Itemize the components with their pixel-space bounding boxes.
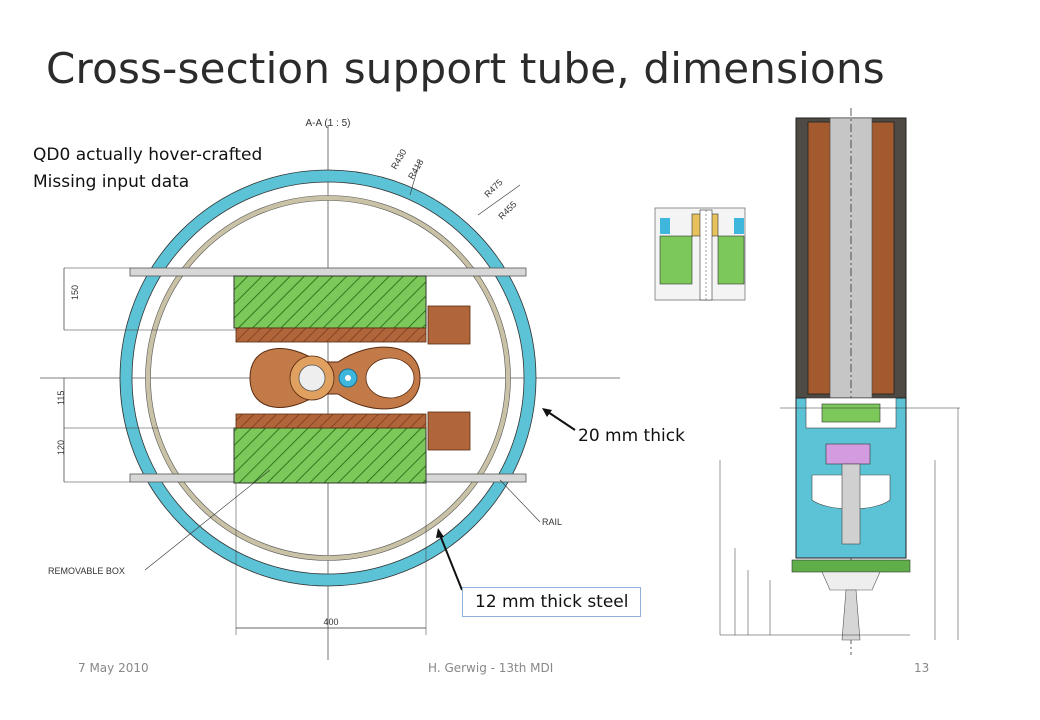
dimension-150: 150 bbox=[70, 285, 80, 300]
note-hover-crafted: QD0 actually hover-crafted bbox=[33, 145, 263, 165]
copper-block-top bbox=[235, 327, 427, 343]
dimension-120: 120 bbox=[56, 440, 66, 455]
removable-box-label: REMOVABLE BOX bbox=[48, 566, 125, 576]
dimension-400: 400 bbox=[323, 617, 338, 627]
box-top bbox=[233, 275, 427, 329]
radius-label-r455: R455 bbox=[496, 199, 518, 221]
footer-author: H. Gerwig - 13th MDI bbox=[428, 661, 554, 675]
footer-page-number: 13 bbox=[914, 661, 930, 675]
box-bottom bbox=[233, 427, 427, 484]
detail-inset bbox=[654, 207, 746, 301]
copper-block-bottom bbox=[235, 413, 427, 429]
inner-steel-ring bbox=[145, 195, 511, 561]
view-label: A-A (1 : 5) bbox=[305, 118, 350, 129]
rail-top bbox=[129, 267, 527, 277]
callout-outer-wall: 20 mm thick bbox=[578, 426, 685, 446]
slide-title: Cross-section support tube, dimensions bbox=[46, 44, 885, 93]
footer-date: 7 May 2010 bbox=[78, 661, 149, 675]
callout-inner-wall: 12 mm thick steel bbox=[462, 587, 642, 617]
note-missing-data: Missing input data bbox=[33, 172, 190, 192]
dimension-115: 115 bbox=[56, 391, 66, 405]
radius-label-r418: R418 bbox=[406, 157, 425, 181]
outer-wall-ring bbox=[120, 170, 536, 586]
radius-label-r475: R475 bbox=[482, 177, 504, 199]
rail-label: RAIL bbox=[542, 517, 562, 527]
radius-label-r430: R430 bbox=[389, 147, 408, 171]
side-view-drawing bbox=[719, 108, 960, 655]
